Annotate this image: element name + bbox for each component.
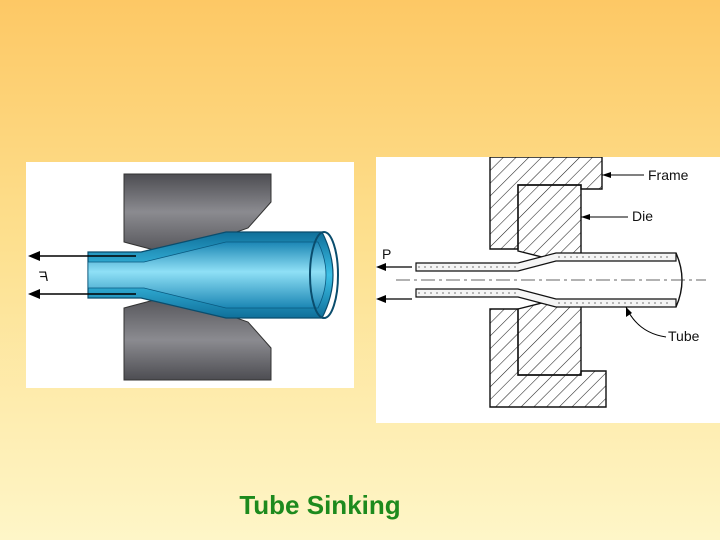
upper-die [123, 173, 272, 251]
force-arrowhead-upper [28, 251, 40, 261]
tube-wall-bottom [415, 288, 677, 308]
tube-label: Tube [668, 328, 700, 344]
die-upper [517, 184, 582, 258]
illustration-canvas: F [28, 173, 339, 381]
force-arrowhead-lower [28, 289, 40, 299]
tube-wall-top [415, 252, 677, 272]
tube-end [309, 231, 339, 319]
tube-sinking-cross-section: P Frame Die Tube [376, 157, 720, 423]
force-label: F [38, 268, 48, 284]
tube-sinking-illustration: F [26, 162, 354, 388]
tube-leader-head [626, 307, 632, 317]
frame-leader-head [602, 172, 611, 178]
pull-arrowhead-upper [376, 263, 386, 271]
die-lower [517, 302, 582, 376]
tube-leader [625, 306, 667, 338]
die-leader-head [581, 214, 590, 220]
cross-section-canvas: P Frame Die Tube [376, 157, 706, 408]
tube-bore [87, 241, 327, 309]
pull-label: P [382, 246, 391, 262]
slide-caption: Tube Sinking [239, 490, 401, 520]
die-label: Die [632, 208, 653, 224]
pull-arrowhead-lower [376, 295, 386, 303]
frame-lower [489, 308, 607, 408]
frame-label: Frame [648, 167, 689, 183]
